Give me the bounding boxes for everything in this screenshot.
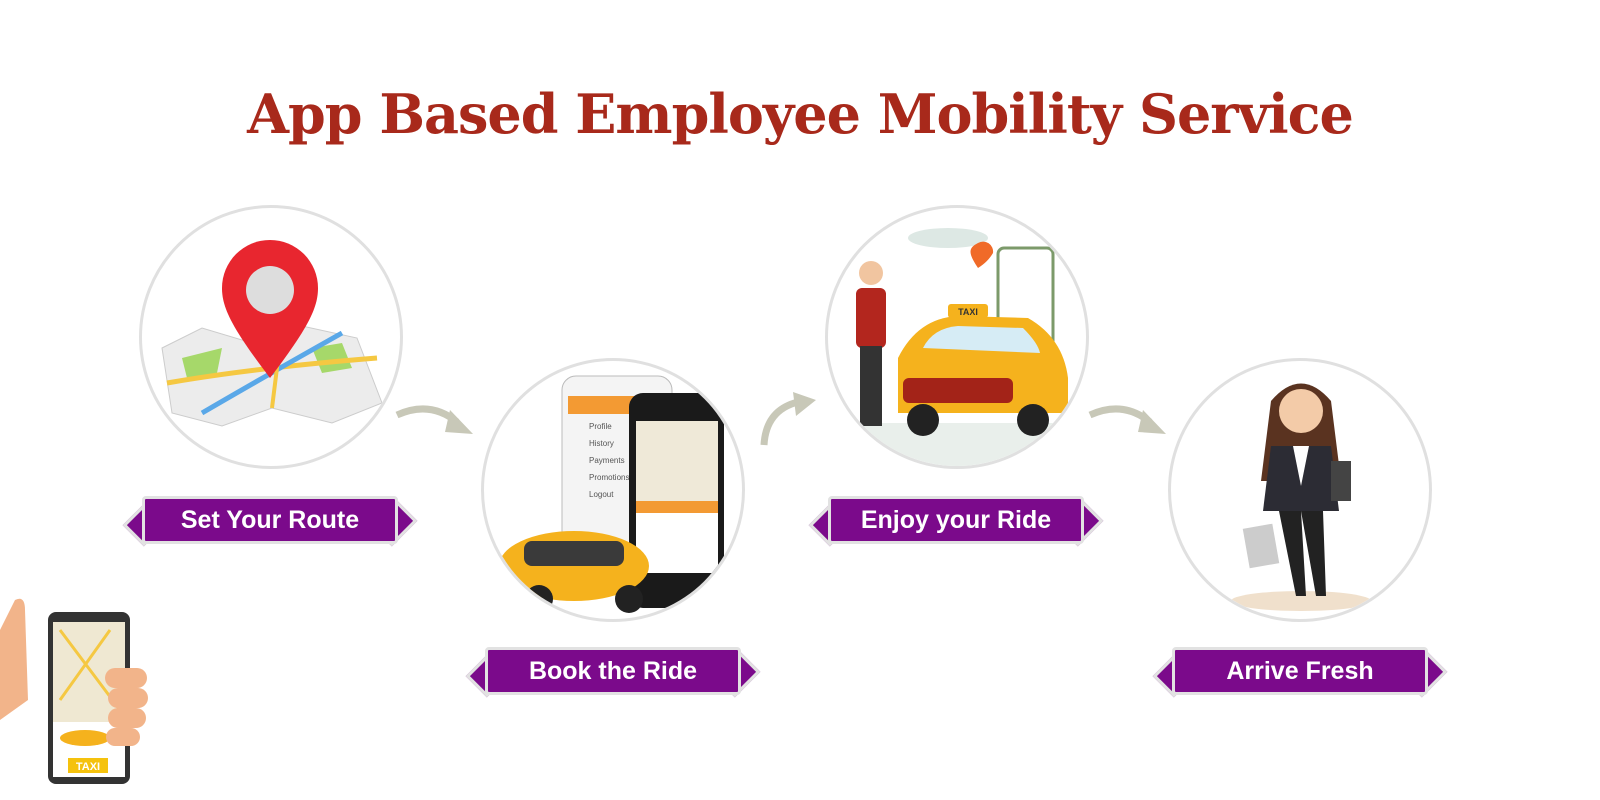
arrow-icon [1088,405,1166,434]
page-title: App Based Employee Mobility Service [247,82,1354,146]
arrow-icon [760,392,816,446]
taxi-passenger-icon: TAXI [828,228,1086,466]
step-1-image [139,205,403,469]
step-2-image: Profile History Payments Promotions Logo… [481,358,745,622]
step-4-label: Arrive Fresh [1172,647,1428,695]
step-4-image [1168,358,1432,622]
app-menu-item: History [589,439,614,448]
taxi-sign: TAXI [958,307,978,317]
step-3-label: Enjoy your Ride [828,496,1084,544]
step-1-label: Set Your Route [142,496,398,544]
app-menu-item: Promotions [589,473,629,482]
taxi-sign: TAXI [76,761,100,773]
map-pin-icon [161,240,383,427]
app-menu-item: Logout [589,490,614,499]
arrow-icon [395,405,473,434]
phone-app-taxi-icon: Profile History Payments Promotions Logo… [499,375,724,613]
step-3-image: TAXI [825,205,1089,469]
app-menu-item: Profile [589,422,612,431]
step-2-label: Book the Ride [485,647,741,695]
app-menu-item: Payments [589,456,625,465]
hand-phone-icon: TAXI [0,598,148,784]
businesswoman-icon [1231,383,1371,611]
